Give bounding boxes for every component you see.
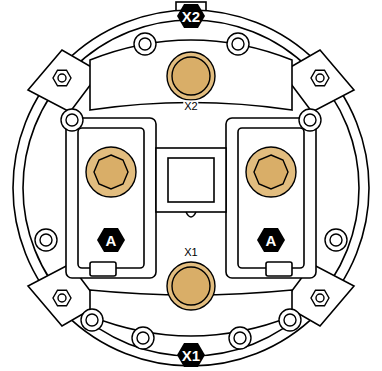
port-name: X1 [183,247,198,258]
port-badge: A [266,233,277,248]
port-badge: X1 [182,348,200,363]
port-badge: X2 [182,9,200,24]
port-name: X2 [183,101,198,112]
port-badge: A [106,233,117,248]
